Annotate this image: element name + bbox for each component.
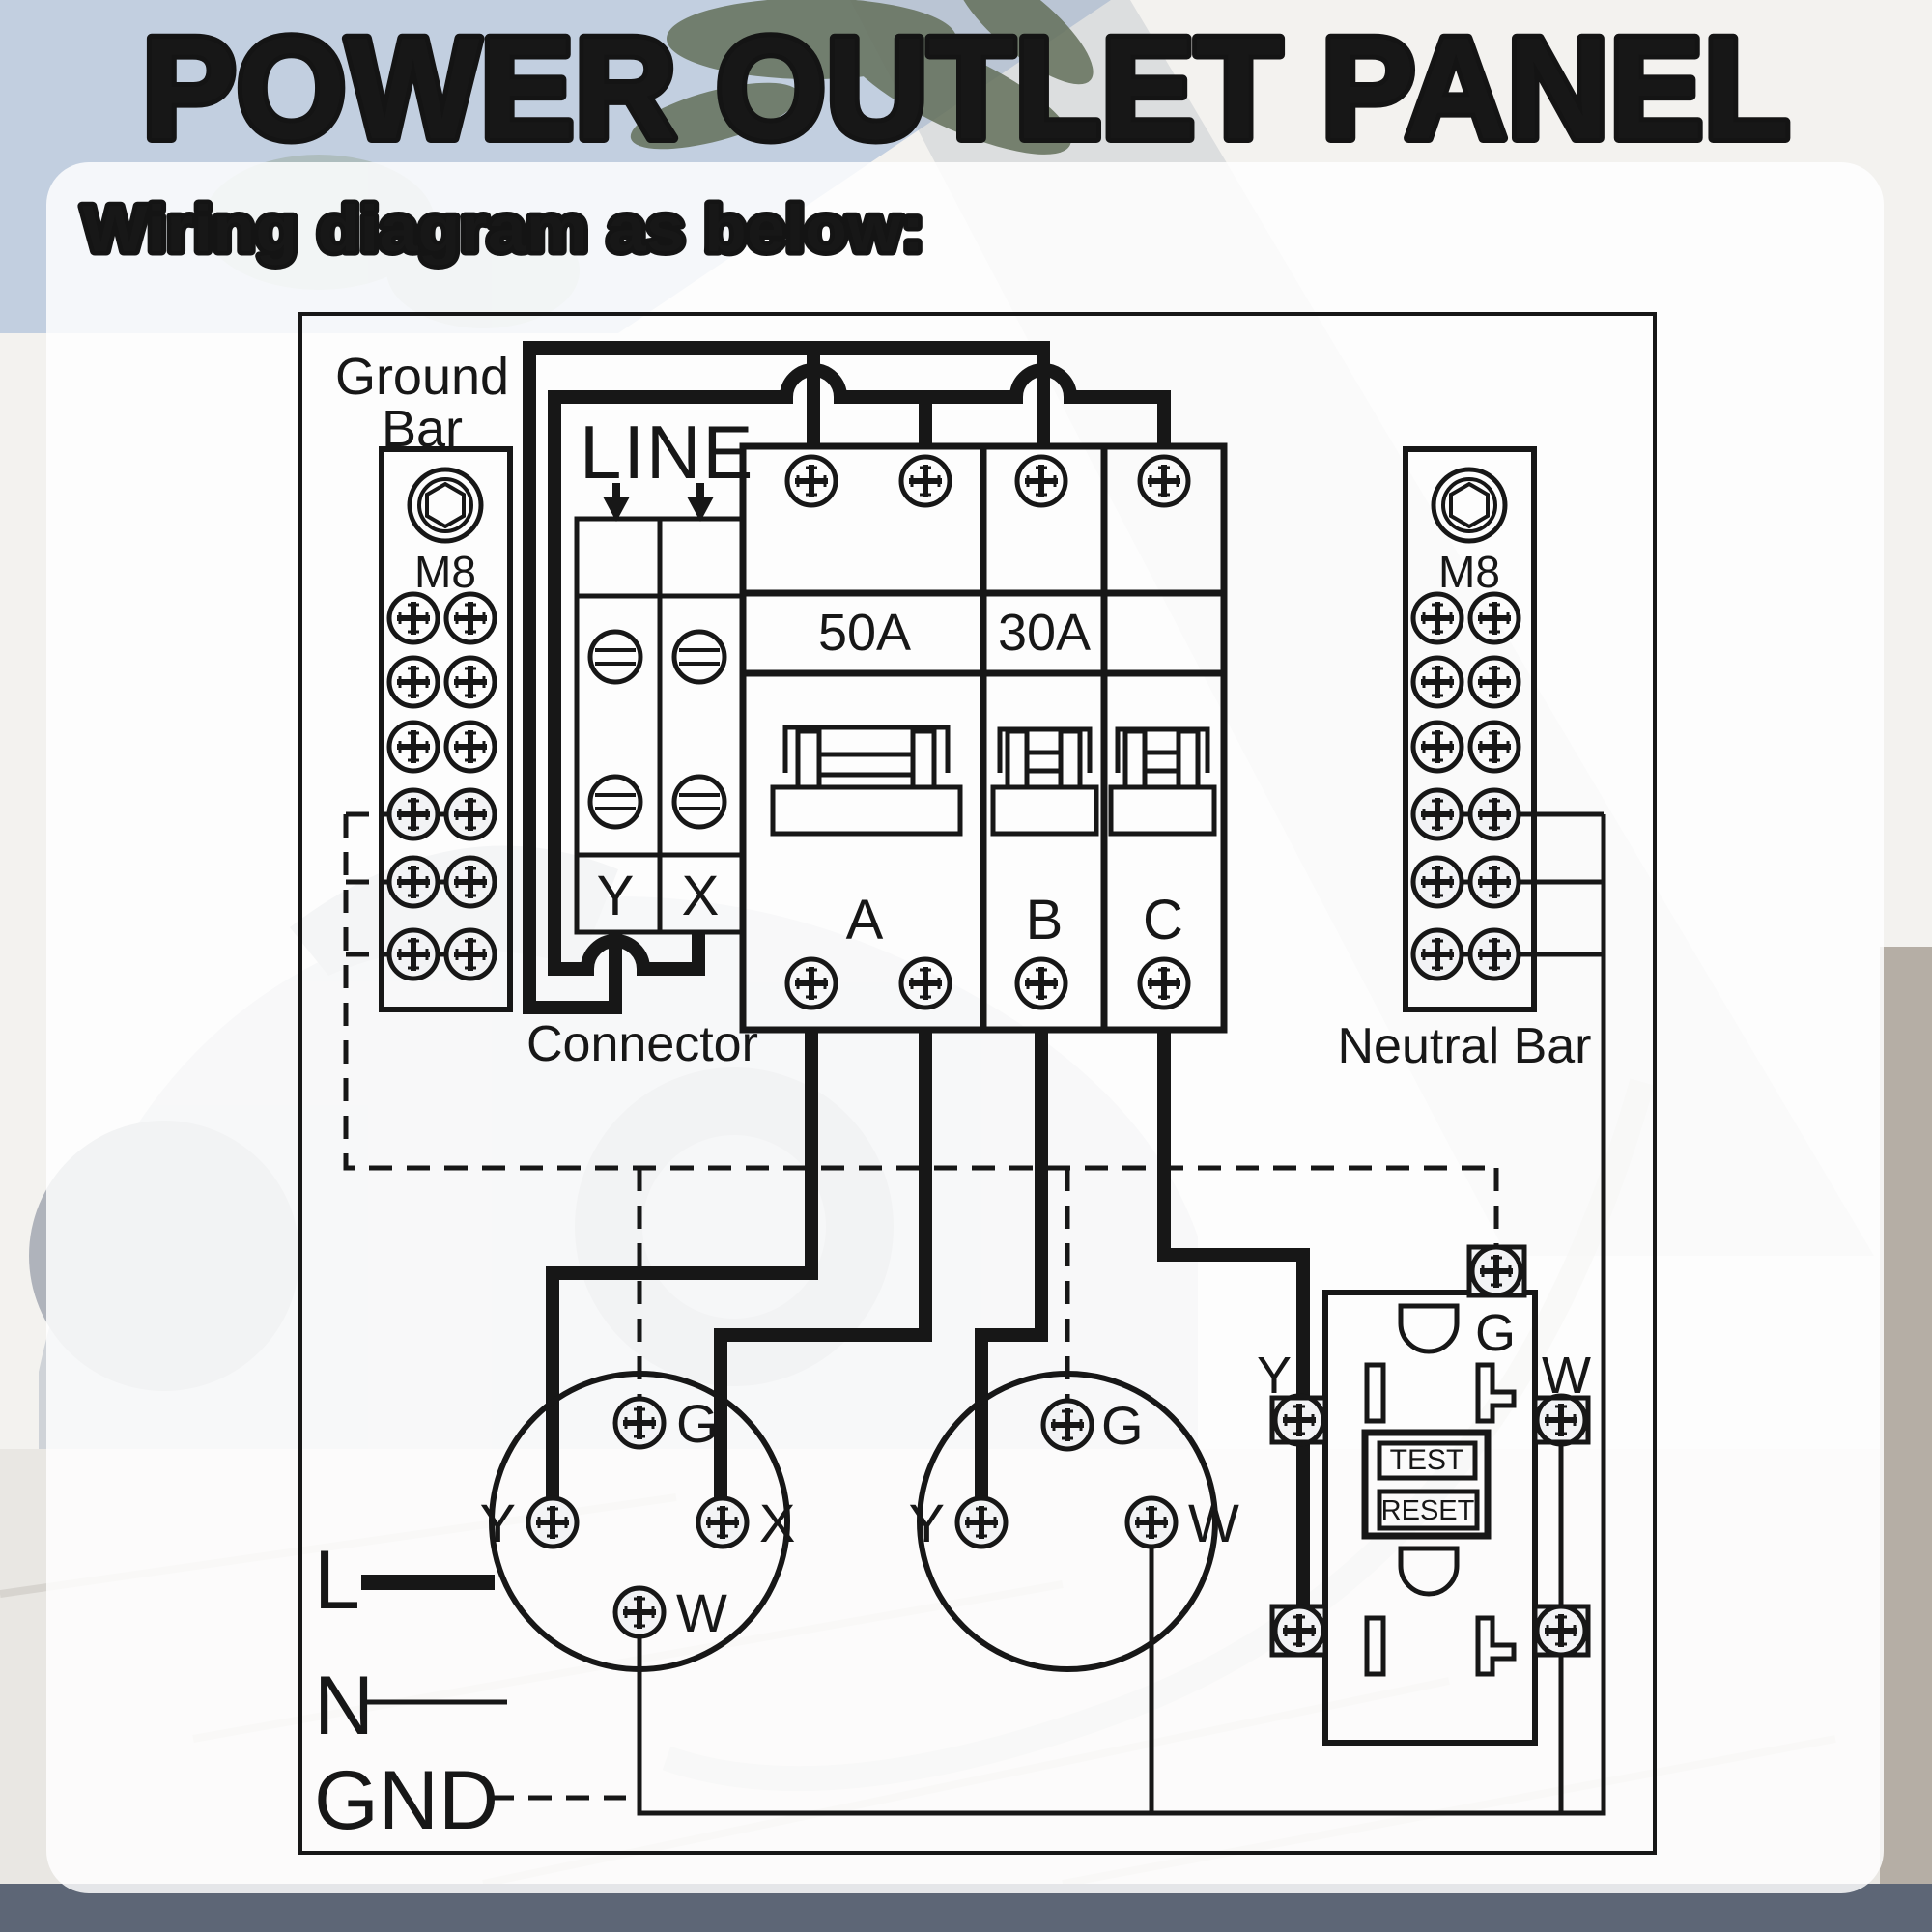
legend-ground-label: GND: [314, 1754, 498, 1847]
connector-label: Connector: [526, 1016, 758, 1072]
neutral-bar: M8 Neutral Bar: [1338, 446, 1592, 1074]
phillips-screw-icon: [1470, 858, 1519, 906]
outlet-b-y-label: Y: [909, 1492, 945, 1553]
phillips-screw-icon: [1413, 930, 1462, 979]
outlet-a-g-label: G: [676, 1393, 719, 1454]
line-connector: LINE Y X Connector: [526, 410, 758, 1072]
breaker-c-output-wire: [1157, 1030, 1310, 1642]
ground-bar: Ground Bar M8: [335, 348, 513, 1012]
neutral-bar-body: [1403, 446, 1537, 1012]
outlet-t-slot-icon: [1475, 1615, 1517, 1677]
legend-line-label: L: [314, 1534, 360, 1627]
phillips-screw-icon: [1413, 790, 1462, 838]
outlet-a-x-label: X: [759, 1492, 795, 1553]
phillips-screw-icon: [446, 790, 495, 838]
reset-button: [1377, 1489, 1480, 1531]
phillips-screw-icon: [389, 930, 438, 979]
breaker-a-label: A: [846, 889, 884, 952]
gfci-button-panel: [1361, 1429, 1492, 1540]
phillips-screw-icon: [446, 858, 495, 906]
breaker-a-rating: 50A: [818, 604, 911, 662]
hot-wire-network: [523, 341, 1310, 1642]
reset-button-label: RESET: [1381, 1495, 1475, 1526]
subtitle-text: Wiring diagram as below:: [82, 192, 924, 266]
ground-slot-icon: [1398, 1303, 1460, 1354]
wiring-diagram: Ground Bar M8 LINE: [298, 312, 1657, 1855]
breaker-switch-icon: [1108, 726, 1217, 837]
ground-bar-body: [379, 446, 513, 1012]
breaker-a-left-output-wire: [546, 1030, 818, 1522]
y-line-wire: [523, 341, 1050, 1014]
phillips-screw-icon: [446, 930, 495, 979]
gfci-g-label: G: [1475, 1304, 1516, 1362]
gfci-body: [1322, 1290, 1538, 1746]
phillips-screw-icon: [1127, 1498, 1176, 1547]
outlet-a-y-label: Y: [480, 1492, 516, 1553]
neutral-bar-bolt-label: M8: [1438, 547, 1500, 597]
outlet-tt-30: G Y W: [909, 1371, 1239, 1672]
outlet-b-w-label: W: [1188, 1492, 1239, 1553]
neutral-bar-label: Neutral Bar: [1338, 1018, 1592, 1074]
ground-slot-icon: [1398, 1546, 1460, 1597]
outlet-a-w-label: W: [676, 1582, 727, 1643]
terminal-x-label: X: [682, 865, 720, 927]
phillips-screw-icon: [1470, 790, 1519, 838]
ground-bar-bolt-label: M8: [414, 547, 476, 597]
phillips-screw-icon: [1043, 1401, 1092, 1449]
phillips-screw-icon: [389, 790, 438, 838]
breaker-b-output-wire: [975, 1030, 1048, 1522]
breaker-b-rating: 30A: [998, 604, 1091, 662]
outlet-slot-icon: [1364, 1615, 1386, 1677]
outlet-14-50: G Y X W: [480, 1371, 795, 1672]
breaker-switch-icon: [770, 724, 963, 837]
breaker-dividers: [743, 446, 1224, 1030]
phillips-screw-icon: [615, 1399, 664, 1447]
phillips-screw-icon: [615, 1588, 664, 1636]
gfci-y-label: Y: [1257, 1347, 1292, 1405]
breaker-switch-icon: [990, 726, 1099, 837]
phillips-screw-icon: [1413, 858, 1462, 906]
line-label: LINE: [580, 410, 754, 495]
breaker-c-label: C: [1143, 889, 1183, 952]
gfci-outlet: G TEST RESET Y W: [1257, 1247, 1591, 1746]
breaker-a-right-output-wire: [714, 1030, 932, 1522]
legend-neutral-label: N: [314, 1660, 374, 1752]
ground-bar-label-line1: Ground: [335, 348, 509, 406]
outlet-b-g-label: G: [1101, 1395, 1144, 1456]
palm-foliage: [630, 0, 1094, 155]
breaker-b-label: B: [1026, 889, 1064, 952]
terminal-y-label: Y: [597, 865, 635, 927]
outlet-t-slot-icon: [1475, 1362, 1517, 1424]
connector-dividers: [577, 519, 742, 932]
breaker-block: 50A 30A: [739, 442, 1228, 1034]
line-arrow-icon: [603, 483, 714, 522]
page-title: POWER OUTLET PANEL: [142, 7, 1790, 169]
outlet-body: [917, 1371, 1218, 1672]
outlet-slot-icon: [1364, 1362, 1386, 1424]
diagram-border: [298, 312, 1657, 1855]
outlet-body: [489, 1371, 790, 1672]
phillips-screw-icon: [1470, 930, 1519, 979]
test-button: [1377, 1440, 1478, 1481]
ground-wire-network: [343, 811, 1499, 1425]
phillips-screw-icon: [698, 1498, 747, 1547]
phillips-screw-icon: [528, 1498, 577, 1547]
gfci-w-label: W: [1542, 1347, 1591, 1405]
phillips-screw-icon: [389, 858, 438, 906]
test-button-label: TEST: [1390, 1444, 1464, 1476]
phillips-screw-icon: [957, 1498, 1006, 1547]
wire-legend: L N GND: [314, 1534, 626, 1847]
